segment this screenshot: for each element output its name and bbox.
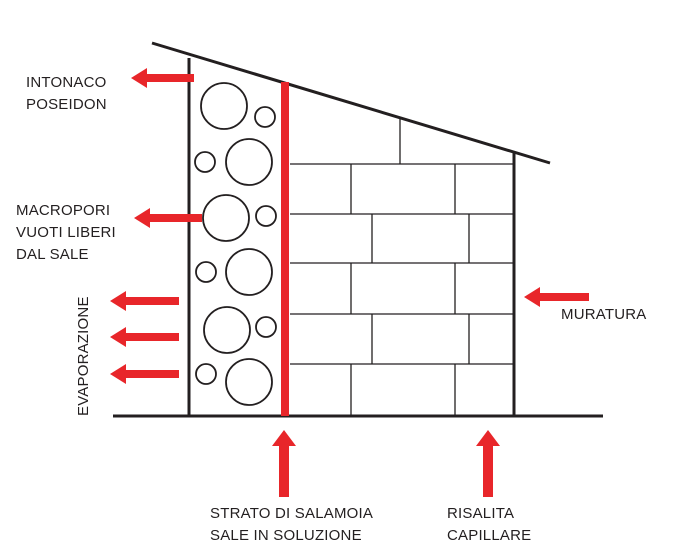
macropore-circles [194, 82, 277, 406]
macropore-large [225, 248, 273, 296]
plaster-arrow [131, 68, 194, 88]
macropore-small [254, 106, 276, 128]
arrows [110, 68, 589, 497]
masonry-label: MURATURA [561, 306, 647, 323]
plaster-label-line-1: INTONACO [26, 74, 107, 91]
sloped-top-line [151, 41, 551, 165]
masonry-bricks [290, 118, 514, 416]
capillary-rise-label: RISALITA CAPILLARE [447, 503, 531, 547]
macropore-small [255, 316, 277, 338]
capillary-rise-label-line-2: CAPILLARE [447, 527, 532, 544]
macropores-label-line-2: VUOTI LIBERI [16, 224, 116, 241]
macropore-large [203, 306, 251, 354]
brine-layer-label: STRATO DI SALAMOIA SALE IN SOLUZIONE [210, 503, 373, 547]
brine-layer-label-line-2: SALE IN SOLUZIONE [210, 527, 362, 544]
macropores-label-line-1: MACROPORI [16, 202, 111, 219]
masonry-arrow [524, 287, 589, 307]
macropore-small [195, 261, 217, 283]
evaporation-label: EVAPORAZIONE [75, 296, 92, 416]
macropores-arrow [134, 208, 202, 228]
evaporation-arrow [110, 291, 179, 311]
evaporation-arrow [110, 364, 179, 384]
macropore-small [195, 363, 217, 385]
macropore-large [225, 358, 273, 406]
macropore-small [194, 151, 216, 173]
macropore-large [202, 194, 250, 242]
evaporation-arrow [110, 327, 179, 347]
brine-layer-label-line-1: STRATO DI SALAMOIA [210, 505, 374, 522]
capillary-rise-arrow [476, 430, 500, 497]
macropore-large [225, 138, 273, 186]
capillary-rise-label-line-1: RISALITA [447, 505, 515, 522]
plaster-label-line-2: POSEIDON [26, 96, 107, 113]
macropore-large [200, 82, 248, 130]
macropores-label: MACROPORI VUOTI LIBERI DAL SALE [16, 200, 116, 266]
plaster-label: INTONACO POSEIDON [26, 72, 107, 116]
macropores-label-line-3: DAL SALE [16, 246, 89, 263]
brine-layer-arrow [272, 430, 296, 497]
brine-layer-band [281, 82, 289, 416]
macropore-small [255, 205, 277, 227]
